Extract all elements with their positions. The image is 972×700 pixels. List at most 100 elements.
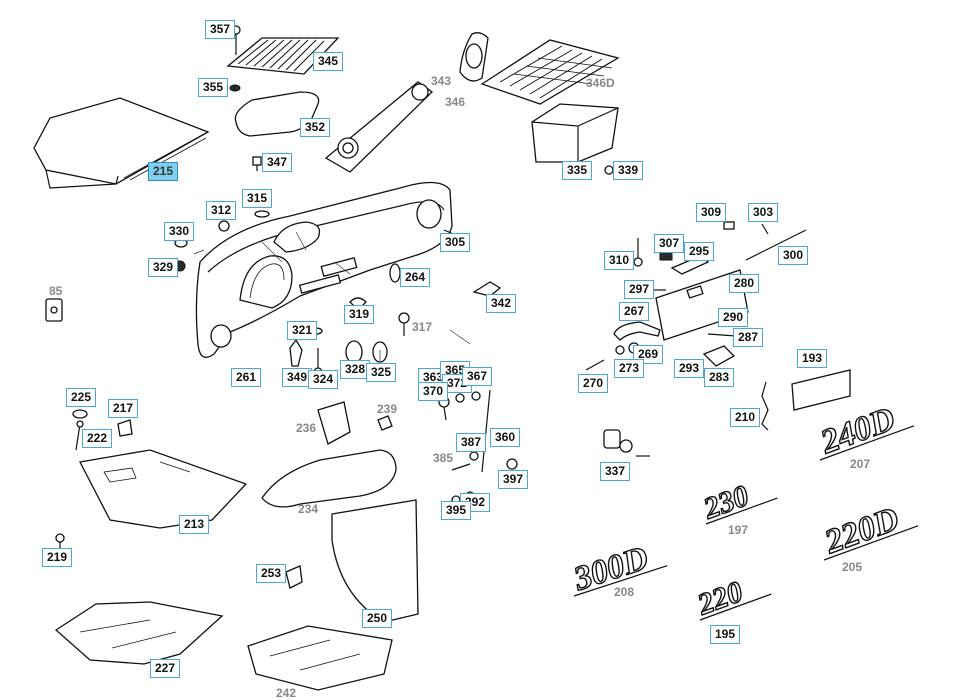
callout-225[interactable]: 225 xyxy=(66,388,96,407)
callout-325[interactable]: 325 xyxy=(366,363,396,382)
small-screw-part xyxy=(604,165,614,175)
tray-part xyxy=(33,97,210,189)
kick-panel-part xyxy=(331,499,419,623)
callout-329[interactable]: 329 xyxy=(148,258,178,277)
callout-397[interactable]: 397 xyxy=(498,470,528,489)
callout-345[interactable]: 345 xyxy=(313,52,343,71)
callout-360[interactable]: 360 xyxy=(490,428,520,447)
callout-215[interactable]: 215 xyxy=(148,162,178,181)
callout-337[interactable]: 337 xyxy=(600,462,630,481)
callout-312[interactable]: 312 xyxy=(206,201,236,220)
callout-264[interactable]: 264 xyxy=(400,268,430,287)
emblem-240d: 240D xyxy=(815,400,915,462)
callout-305[interactable]: 305 xyxy=(440,233,470,252)
knob-part xyxy=(252,156,262,171)
latch-part xyxy=(45,298,63,322)
bolt-part-222 xyxy=(75,420,84,451)
callout-195[interactable]: 195 xyxy=(710,625,740,644)
bracket-part-236 xyxy=(317,401,351,445)
clip-part-349 xyxy=(289,338,303,367)
floor-mat-part xyxy=(79,449,248,529)
cover-plate-part xyxy=(234,91,320,137)
callout-321[interactable]: 321 xyxy=(287,321,317,340)
callout-205[interactable]: 205 xyxy=(842,560,863,574)
callout-297[interactable]: 297 xyxy=(624,280,654,299)
callout-207[interactable]: 207 xyxy=(850,457,871,471)
callout-346[interactable]: 346 xyxy=(445,95,466,109)
callout-335[interactable]: 335 xyxy=(562,161,592,180)
callout-370[interactable]: 370 xyxy=(418,382,448,401)
callout-352[interactable]: 352 xyxy=(300,118,330,137)
callout-213[interactable]: 213 xyxy=(179,515,209,534)
callout-307[interactable]: 307 xyxy=(654,234,684,253)
callout-197[interactable]: 197 xyxy=(728,523,749,537)
callout-273[interactable]: 273 xyxy=(614,359,644,378)
callout-261[interactable]: 261 xyxy=(231,368,261,387)
badge-plate-part xyxy=(791,369,851,411)
callout-387[interactable]: 387 xyxy=(456,433,486,452)
callout-357[interactable]: 357 xyxy=(205,20,235,39)
callout-210[interactable]: 210 xyxy=(730,408,760,427)
clip-part-309 xyxy=(723,221,735,230)
svg-text:240D: 240D xyxy=(815,400,900,461)
callout-287[interactable]: 287 xyxy=(733,328,763,347)
callout-217[interactable]: 217 xyxy=(108,399,138,418)
callout-300[interactable]: 300 xyxy=(778,246,808,265)
callout-239[interactable]: 239 xyxy=(377,402,398,416)
callout-250[interactable]: 250 xyxy=(362,609,392,628)
callout-280[interactable]: 280 xyxy=(729,274,759,293)
washer-part-273 xyxy=(615,345,625,355)
callout-222[interactable]: 222 xyxy=(82,429,112,448)
callout-283[interactable]: 283 xyxy=(704,368,734,387)
callout-227[interactable]: 227 xyxy=(150,659,180,678)
callout-208[interactable]: 208 xyxy=(614,585,635,599)
callout-236[interactable]: 236 xyxy=(296,421,317,435)
cap-part xyxy=(377,415,393,431)
emblem-220: 220 xyxy=(692,574,772,622)
plug-part xyxy=(55,533,65,548)
svg-text:220D: 220D xyxy=(819,500,904,561)
air-duct-part xyxy=(531,103,619,163)
callout-193[interactable]: 193 xyxy=(797,349,827,368)
nut-part-387 xyxy=(469,451,479,461)
callout-367[interactable]: 367 xyxy=(462,367,492,386)
callout-310[interactable]: 310 xyxy=(604,251,634,270)
callout-330[interactable]: 330 xyxy=(164,222,194,241)
hinge-part xyxy=(702,345,736,367)
callout-346d[interactable]: 346D xyxy=(586,76,615,90)
screw-part-303 xyxy=(761,223,769,235)
callout-270[interactable]: 270 xyxy=(578,374,608,393)
callout-293[interactable]: 293 xyxy=(674,359,704,378)
callout-385[interactable]: 385 xyxy=(433,451,454,465)
callout-395[interactable]: 395 xyxy=(441,501,471,520)
screw-part-287 xyxy=(707,333,737,337)
arm-part xyxy=(613,321,661,341)
callout-234[interactable]: 234 xyxy=(298,502,319,516)
callout-267[interactable]: 267 xyxy=(619,302,649,321)
callout-309[interactable]: 309 xyxy=(696,203,726,222)
screw-part-270 xyxy=(585,359,605,371)
callout-253[interactable]: 253 xyxy=(256,564,286,583)
callout-324[interactable]: 324 xyxy=(308,370,338,389)
callout-219[interactable]: 219 xyxy=(42,548,72,567)
callout-85[interactable]: 85 xyxy=(49,284,63,298)
callout-290[interactable]: 290 xyxy=(718,308,748,327)
callout-328[interactable]: 328 xyxy=(340,360,370,379)
callout-339[interactable]: 339 xyxy=(613,161,643,180)
callout-315[interactable]: 315 xyxy=(242,189,272,208)
callout-295[interactable]: 295 xyxy=(684,242,714,261)
leader-lines xyxy=(193,231,471,362)
callout-242[interactable]: 242 xyxy=(276,686,297,700)
callout-347[interactable]: 347 xyxy=(262,153,292,172)
callout-355[interactable]: 355 xyxy=(198,78,228,97)
svg-text:220: 220 xyxy=(693,575,748,622)
ring-part xyxy=(389,263,401,283)
callout-319[interactable]: 319 xyxy=(344,305,374,324)
rod-part xyxy=(745,229,807,261)
vent-bezel-part xyxy=(324,81,434,173)
callout-343[interactable]: 343 xyxy=(431,74,452,88)
callout-342[interactable]: 342 xyxy=(486,294,516,313)
callout-303[interactable]: 303 xyxy=(748,203,778,222)
callout-317[interactable]: 317 xyxy=(412,320,433,334)
